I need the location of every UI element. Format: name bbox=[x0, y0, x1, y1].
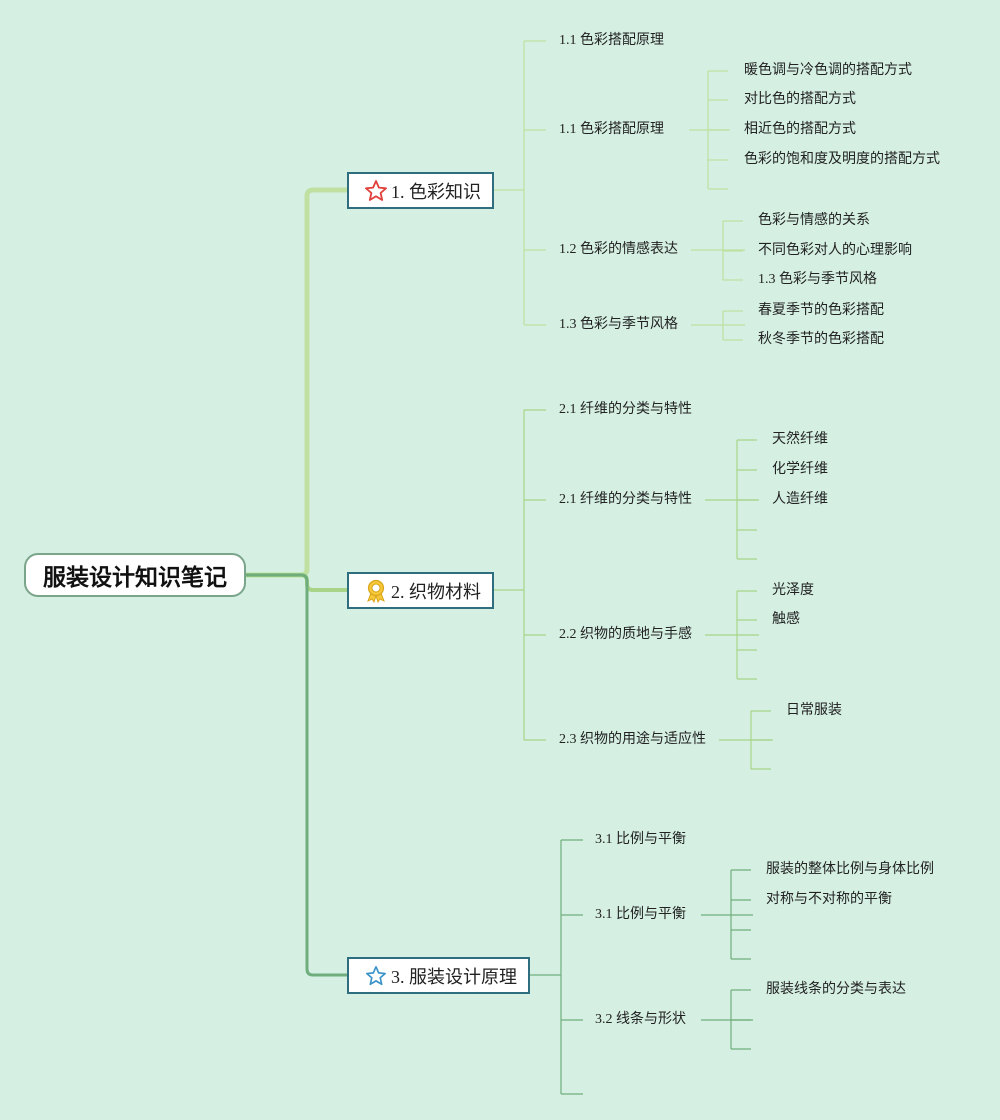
child-label[interactable]: 天然纤维 bbox=[772, 432, 828, 447]
child-label[interactable]: 服装的整体比例与身体比例 bbox=[766, 862, 934, 877]
topic-node[interactable]: 3. 服装设计原理 bbox=[347, 957, 530, 994]
child-label[interactable]: 对比色的搭配方式 bbox=[744, 92, 856, 107]
subtopic-label[interactable]: 2.3 织物的用途与适应性 bbox=[559, 732, 706, 747]
child-label[interactable]: 相近色的搭配方式 bbox=[744, 122, 856, 137]
child-label[interactable]: 秋冬季节的色彩搭配 bbox=[758, 332, 884, 347]
topic-label: 2. 织物材料 bbox=[391, 581, 481, 602]
blue-star-icon bbox=[363, 963, 389, 989]
child-label[interactable]: 触感 bbox=[772, 612, 800, 627]
subtopic-label[interactable]: 3.1 比例与平衡 bbox=[595, 907, 686, 922]
child-label[interactable]: 光泽度 bbox=[772, 583, 814, 598]
root-node[interactable]: 服装设计知识笔记 bbox=[24, 553, 246, 597]
topic-node[interactable]: 1. 色彩知识 bbox=[347, 172, 494, 209]
child-label[interactable]: 色彩与情感的关系 bbox=[758, 213, 870, 228]
child-label[interactable]: 人造纤维 bbox=[772, 492, 828, 507]
subtopic-label[interactable]: 3.1 比例与平衡 bbox=[595, 832, 686, 847]
gold-medal-icon bbox=[363, 578, 389, 604]
subtopic-label[interactable]: 3.2 线条与形状 bbox=[595, 1012, 686, 1027]
subtopic-label[interactable]: 1.2 色彩的情感表达 bbox=[559, 242, 678, 257]
child-label[interactable]: 化学纤维 bbox=[772, 462, 828, 477]
child-label[interactable]: 暖色调与冷色调的搭配方式 bbox=[744, 63, 912, 78]
subtopic-label[interactable]: 1.3 色彩与季节风格 bbox=[559, 317, 678, 332]
child-label[interactable]: 色彩的饱和度及明度的搭配方式 bbox=[744, 152, 940, 167]
root-topic-connector bbox=[246, 573, 347, 977]
subtopic-label[interactable]: 2.2 织物的质地与手感 bbox=[559, 627, 692, 642]
red-star-icon bbox=[363, 178, 389, 204]
child-label[interactable]: 日常服装 bbox=[786, 703, 842, 718]
topic-label: 1. 色彩知识 bbox=[391, 181, 481, 202]
topic-node[interactable]: 2. 织物材料 bbox=[347, 572, 494, 609]
child-label[interactable]: 1.3 色彩与季节风格 bbox=[758, 272, 877, 287]
subtopic-label[interactable]: 1.1 色彩搭配原理 bbox=[559, 122, 664, 137]
child-label[interactable]: 春夏季节的色彩搭配 bbox=[758, 303, 884, 318]
subtopic-label[interactable]: 2.1 纤维的分类与特性 bbox=[559, 402, 692, 417]
topic-label: 3. 服装设计原理 bbox=[391, 966, 517, 987]
child-label[interactable]: 服装线条的分类与表达 bbox=[766, 982, 906, 997]
root-topic-connector bbox=[246, 187, 347, 578]
child-label[interactable]: 不同色彩对人的心理影响 bbox=[758, 243, 912, 258]
subtopic-label[interactable]: 2.1 纤维的分类与特性 bbox=[559, 492, 692, 507]
subtopic-label[interactable]: 1.1 色彩搭配原理 bbox=[559, 33, 664, 48]
child-label[interactable]: 对称与不对称的平衡 bbox=[766, 892, 892, 907]
